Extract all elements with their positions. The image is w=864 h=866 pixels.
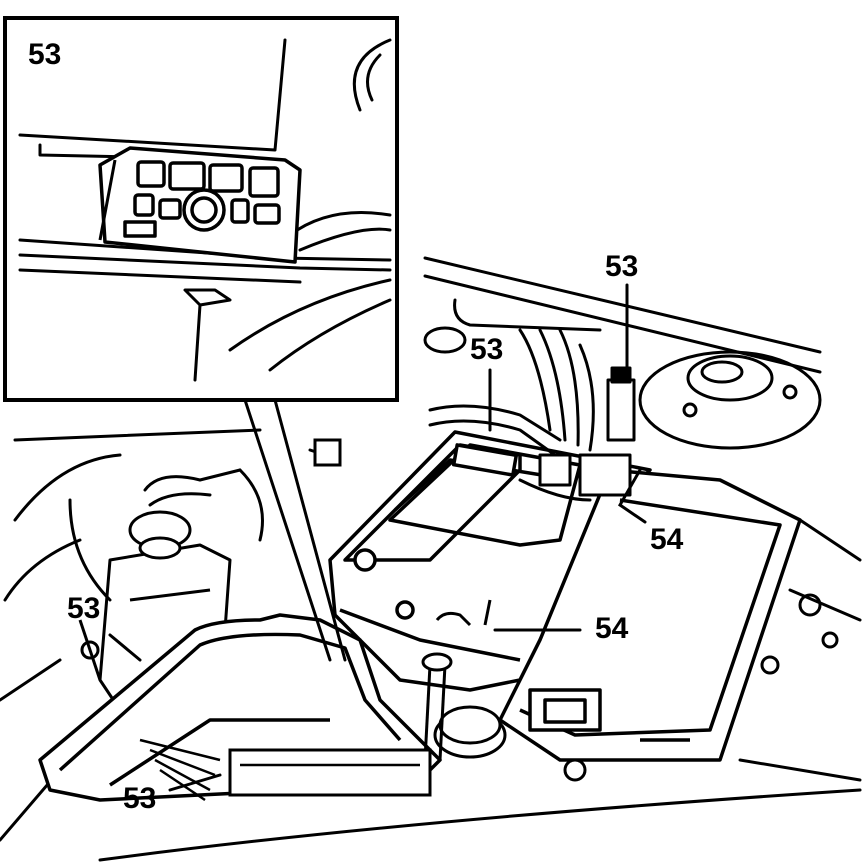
wiring-harness bbox=[428, 328, 636, 502]
lower-grille bbox=[139, 738, 432, 802]
callout-bottom-53: 53 bbox=[123, 782, 157, 815]
oil-filler bbox=[421, 599, 587, 782]
callout-left-53: 53 bbox=[67, 592, 101, 625]
connector-detail bbox=[98, 146, 302, 264]
callout-inset-53: 53 bbox=[28, 38, 62, 71]
callout-top-right-53: 53 bbox=[605, 250, 639, 283]
callout-right-upper-54: 54 bbox=[650, 523, 684, 556]
hoses bbox=[68, 438, 342, 602]
callout-right-lower-54: 54 bbox=[595, 612, 629, 645]
inset-detail bbox=[3, 16, 399, 402]
engine-bay-body bbox=[0, 256, 862, 862]
fuse-box bbox=[498, 468, 802, 762]
leader-lines bbox=[108, 283, 647, 792]
callout-upper-middle-53: 53 bbox=[470, 333, 504, 366]
